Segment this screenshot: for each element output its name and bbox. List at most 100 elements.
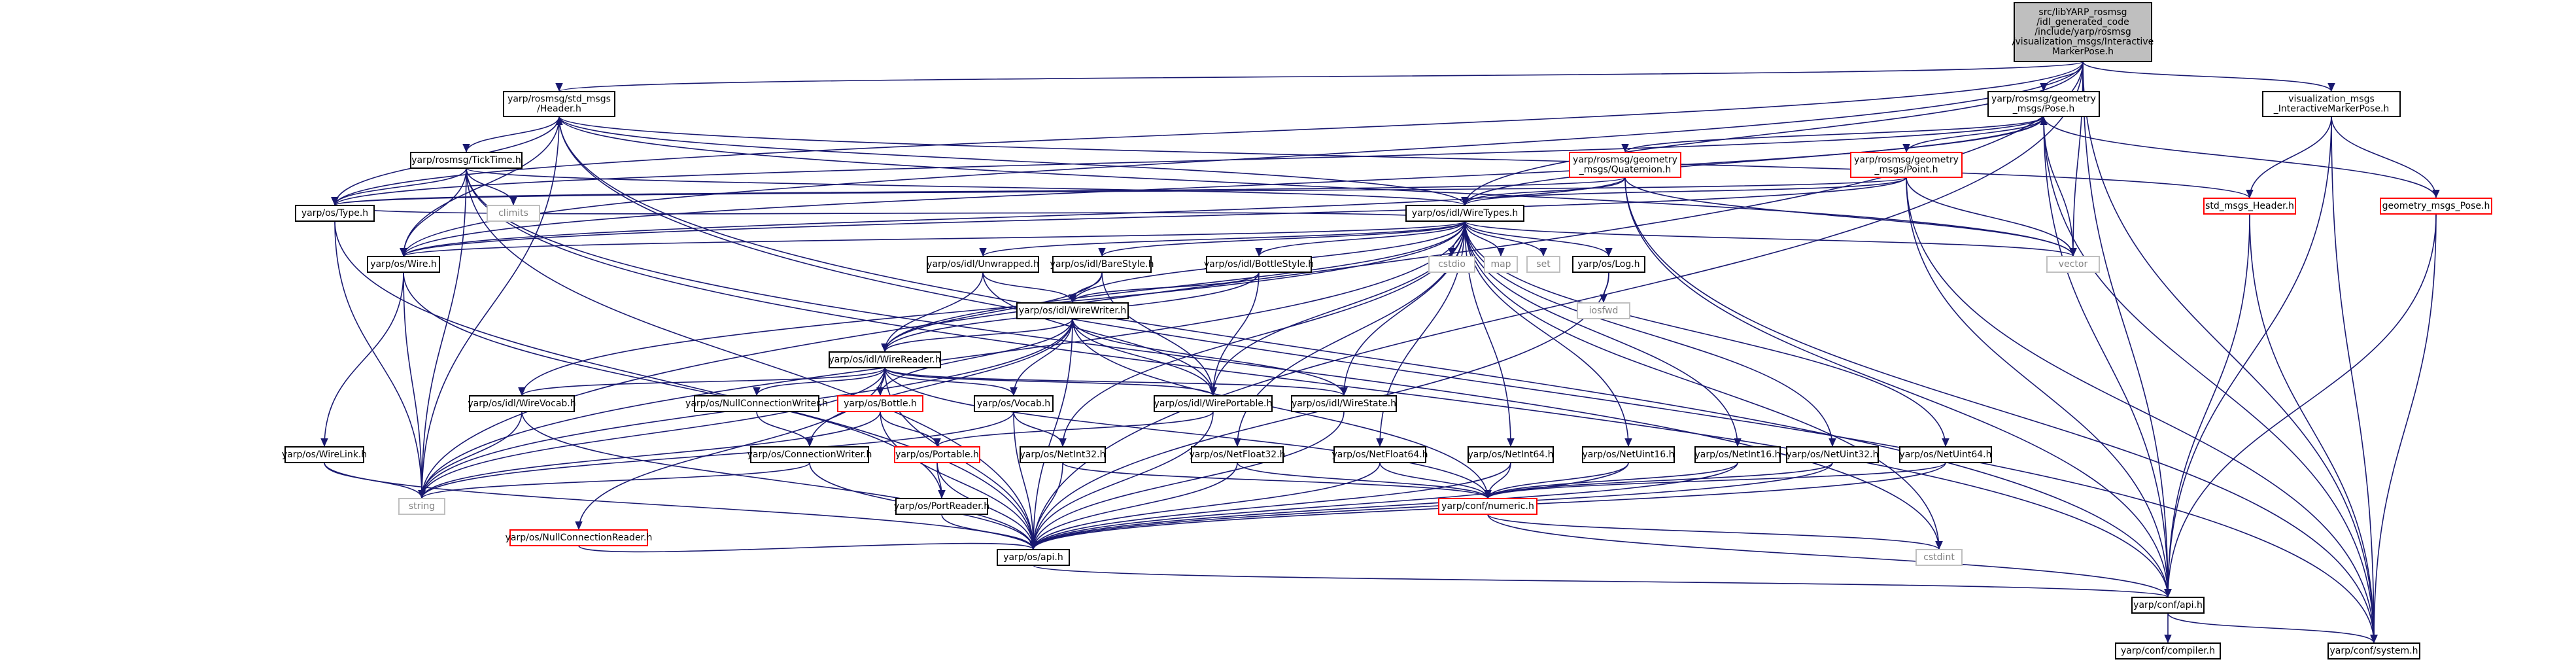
node-box — [2262, 91, 2401, 117]
node-label: yarp/os/idl/WireState.h — [1292, 398, 1396, 409]
edge-wirereader-to-string — [418, 367, 885, 499]
node-netuint64[interactable]: yarp/os/NetUint64.h — [1899, 446, 1992, 463]
node-netuint16[interactable]: yarp/os/NetUint16.h — [1582, 446, 1675, 463]
node-cstdint[interactable]: cstdint — [1915, 549, 1963, 566]
node-label: yarp/os/NetInt64.h — [1468, 449, 1553, 460]
node-netfloat64[interactable]: yarp/os/NetFloat64.h — [1331, 446, 1428, 463]
edge-root-to-system — [2082, 61, 2378, 644]
edge-vis_imp-to-std_msgs_header — [2246, 116, 2332, 199]
edge-ticktime-to-wiretypes — [466, 167, 1469, 206]
node-label: yarp/os/api.h — [1003, 552, 1063, 563]
edge-wirereader-to-numeric — [884, 367, 1492, 499]
node-wire_h[interactable]: yarp/os/Wire.h — [367, 256, 440, 273]
node-netint16[interactable]: yarp/os/NetInt16.h — [1694, 446, 1781, 463]
node-wirevocab[interactable]: yarp/os/idl/WireVocab.h — [468, 395, 576, 412]
node-netuint32[interactable]: yarp/os/NetUint32.h — [1786, 446, 1879, 463]
node-set[interactable]: set — [1526, 256, 1560, 273]
node-vocab_h[interactable]: yarp/os/Vocab.h — [974, 395, 1054, 412]
node-nullconnreader[interactable]: yarp/os/NullConnectionReader.h — [506, 529, 653, 546]
node-unwrapped[interactable]: yarp/os/idl/Unwrapped.h — [927, 256, 1039, 273]
edge-netuint16-to-numeric — [1484, 462, 1629, 499]
edge-netuint64-to-numeric — [1484, 462, 1946, 499]
node-vis_imp[interactable]: visualization_msgs_InteractiveMarkerPose… — [2262, 91, 2401, 117]
node-box — [1405, 205, 1524, 222]
node-box — [2380, 198, 2492, 215]
edge-nullconnreader-to-os_api — [578, 540, 1037, 553]
node-bottlestyle[interactable]: yarp/os/idl/BottleStyle.h — [1204, 256, 1314, 273]
edge-ticktime-to-os_api — [466, 167, 1037, 550]
edge-wirewriter-to-connwriter — [806, 318, 1073, 448]
node-os_api[interactable]: yarp/os/api.h — [997, 549, 1070, 566]
node-std_header_h[interactable]: yarp/rosmsg/std_msgs/Header.h — [503, 91, 615, 117]
edge-root-to-wire_h — [400, 61, 2084, 257]
node-type_h[interactable]: yarp/os/Type.h — [295, 205, 375, 222]
node-wirewriter[interactable]: yarp/os/idl/WireWriter.h — [1016, 302, 1129, 319]
node-root[interactable]: src/libYARP_rosmsg/idl_generated_code/in… — [2012, 2, 2154, 62]
node-iosfwd[interactable]: iosfwd — [1577, 302, 1630, 319]
node-numeric[interactable]: yarp/conf/numeric.h — [1438, 498, 1537, 515]
edge-ticktime-to-climits — [466, 167, 517, 206]
node-box — [694, 395, 819, 412]
node-netint32[interactable]: yarp/os/NetInt32.h — [1020, 446, 1106, 463]
node-box — [1191, 446, 1284, 463]
edge-quaternion-to-type_h — [332, 177, 1626, 206]
node-label: geometry_msgs_Pose.h — [2382, 201, 2490, 211]
node-bottle_h[interactable]: yarp/os/Bottle.h — [837, 395, 923, 412]
edge-wirestate-to-os_api — [1029, 411, 1345, 550]
node-label: yarp/conf/api.h — [2133, 600, 2203, 610]
node-barestyle[interactable]: yarp/os/idl/BareStyle.h — [1050, 256, 1154, 273]
node-conf_api[interactable]: yarp/conf/api.h — [2131, 597, 2205, 614]
edge-wiretypes-to-wireportable — [1209, 220, 1466, 396]
node-portreader[interactable]: yarp/os/PortReader.h — [894, 498, 989, 515]
node-box — [1484, 256, 1518, 273]
node-netfloat32[interactable]: yarp/os/NetFloat32.h — [1189, 446, 1286, 463]
node-connwriter[interactable]: yarp/os/ConnectionWriter.h — [747, 446, 872, 463]
node-log_h[interactable]: yarp/os/Log.h — [1572, 256, 1645, 273]
node-label: cstdio — [1438, 259, 1466, 270]
node-nullconnwriter[interactable]: yarp/os/NullConnectionWriter.h — [685, 395, 828, 412]
node-wiretypes[interactable]: yarp/os/idl/WireTypes.h — [1405, 205, 1524, 222]
node-std_msgs_header[interactable]: std_msgs_Header.h — [2203, 198, 2296, 215]
node-label: climits — [498, 208, 528, 219]
node-compiler[interactable]: yarp/conf/compiler.h — [2115, 642, 2221, 659]
edge-wiretypes-to-string — [418, 220, 1466, 499]
node-ticktime[interactable]: yarp/rosmsg/TickTime.h — [410, 152, 523, 169]
edge-netfloat32-to-os_api — [1029, 462, 1238, 550]
edge-wiretypes-to-map — [1464, 220, 1505, 257]
node-wirelink[interactable]: yarp/os/WireLink.h — [282, 446, 367, 463]
node-map[interactable]: map — [1484, 256, 1518, 273]
node-portable_h[interactable]: yarp/os/Portable.h — [894, 446, 980, 463]
node-string[interactable]: string — [398, 498, 445, 515]
node-label: yarp/os/idl/WireTypes.h — [1412, 208, 1518, 219]
node-box — [1333, 446, 1426, 463]
node-box — [1428, 256, 1475, 273]
node-label: iosfwd — [1589, 306, 1619, 316]
node-quaternion[interactable]: yarp/rosmsg/geometry_msgs/Quaternion.h — [1569, 152, 1681, 178]
node-wirereader[interactable]: yarp/os/idl/WireReader.h — [829, 351, 941, 368]
node-vector[interactable]: vector — [2046, 256, 2100, 273]
node-system[interactable]: yarp/conf/system.h — [2327, 642, 2420, 659]
edge-numeric-to-cstdint — [1487, 514, 1943, 550]
node-netint64[interactable]: yarp/os/NetInt64.h — [1468, 446, 1554, 463]
edge-quaternion-to-system — [1624, 177, 2378, 644]
node-box — [2014, 2, 2152, 62]
node-wireportable[interactable]: yarp/os/idl/WirePortable.h — [1154, 395, 1273, 412]
node-label: yarp/os/NetUint32.h — [1786, 449, 1878, 460]
edge-std_header_h-to-conf_api — [558, 116, 2172, 598]
edge-ticktime-to-cstdint — [466, 167, 1943, 550]
node-climits[interactable]: climits — [487, 205, 540, 222]
node-wirestate[interactable]: yarp/os/idl/WireState.h — [1291, 395, 1397, 412]
node-cstdio[interactable]: cstdio — [1428, 256, 1475, 273]
node-geometry_msgs_pose[interactable]: geometry_msgs_Pose.h — [2380, 198, 2492, 215]
node-geom_pose_h[interactable]: yarp/rosmsg/geometry_msgs/Pose.h — [1987, 91, 2100, 117]
edge-wiretypes-to-set — [1464, 220, 1547, 257]
node-point[interactable]: yarp/rosmsg/geometry_msgs/Point.h — [1850, 152, 1963, 178]
node-label: yarp/os/idl/WireVocab.h — [468, 398, 575, 409]
edge-bottle_h-to-string — [418, 411, 881, 499]
node-label: yarp/os/Portable.h — [895, 449, 979, 460]
node-box — [837, 395, 923, 412]
edge-unwrapped-to-wireportable — [982, 272, 1217, 396]
edge-root-to-vis_imp — [2082, 61, 2335, 92]
node-box — [894, 446, 980, 463]
node-box — [2203, 198, 2296, 215]
